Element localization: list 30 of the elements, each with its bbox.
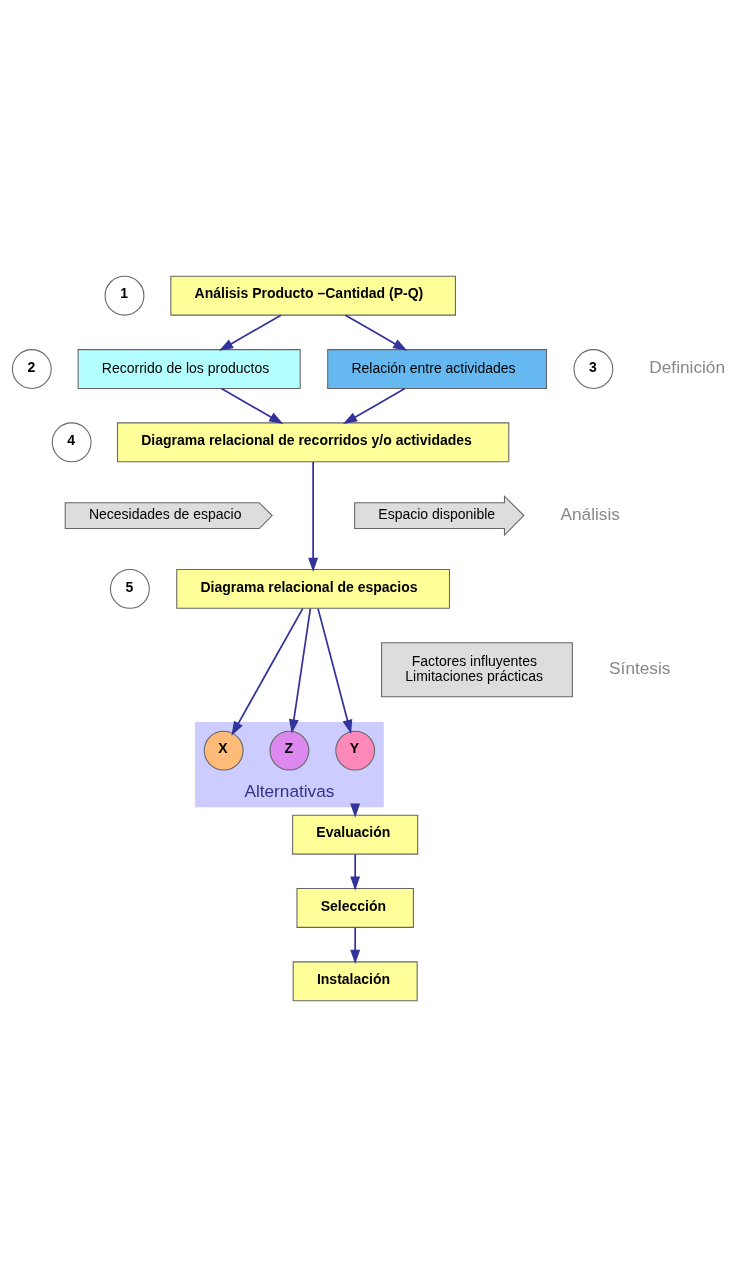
node-box: Factores influyentes Limitaciones prácticas: [381, 641, 573, 697]
label: Síntesis: [609, 657, 671, 678]
node-box: Recorrido de los productos: [77, 348, 301, 389]
node-circle: 5: [109, 568, 150, 609]
node-circle: 4: [51, 421, 92, 462]
node-box: Diagrama relacional de recorridos y/o actividades: [116, 421, 510, 462]
node-box: Selección: [296, 887, 414, 928]
node-circle: X: [203, 730, 244, 771]
arrow: [219, 313, 282, 351]
arrow: [350, 926, 361, 964]
node-circle: 2: [11, 348, 52, 389]
arrow: [308, 460, 319, 572]
arrow: [220, 387, 284, 424]
arrow: [231, 607, 304, 736]
node-circle: 3: [573, 348, 614, 389]
node-box: Diagrama relacional de espacios: [176, 568, 451, 609]
node-box: Relación entre actividades: [327, 348, 548, 389]
node-box: Instalación: [292, 960, 418, 1001]
arrow: [342, 387, 406, 424]
arrow: [317, 607, 353, 734]
node-circle: Z: [269, 730, 310, 771]
arrow: [288, 607, 312, 734]
label: Definición: [649, 356, 726, 377]
label: Análisis: [560, 503, 620, 524]
arrow: [350, 853, 361, 891]
node-circle: Y: [335, 730, 376, 771]
node-box: Análisis Producto –Cantidad (P-Q): [170, 275, 456, 316]
node-circle: 1: [104, 275, 145, 316]
node-box: Evaluación: [292, 814, 419, 855]
arrow: [344, 313, 408, 351]
